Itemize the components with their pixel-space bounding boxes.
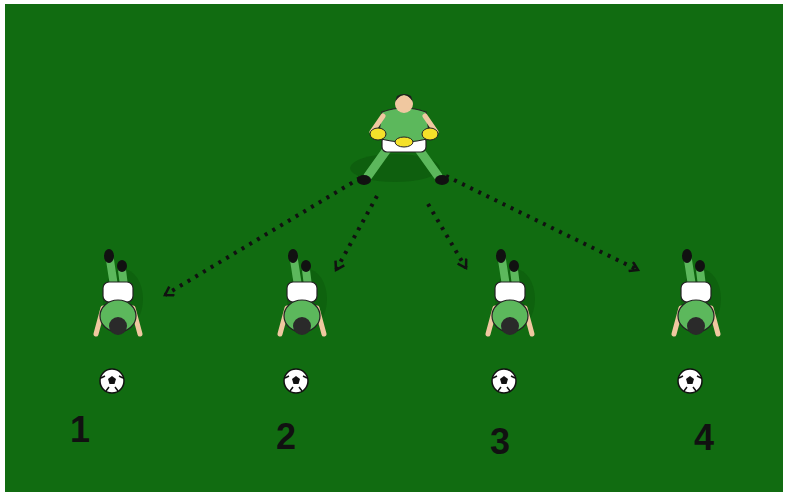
- pass-arrow: [446, 176, 638, 270]
- pass-arrows: [165, 176, 638, 295]
- player-number: 2: [276, 419, 296, 455]
- player-number: 4: [694, 420, 714, 456]
- player-figure: [96, 249, 143, 393]
- player-figure: [280, 249, 327, 393]
- player-figure: [674, 249, 721, 393]
- pass-arrow: [336, 196, 377, 270]
- coach-figure: [350, 94, 449, 185]
- pass-arrow: [428, 204, 466, 268]
- pitch: [5, 4, 783, 492]
- player-number: 3: [490, 424, 510, 460]
- player-number: 1: [70, 412, 90, 448]
- player-figure: [488, 249, 535, 393]
- pass-arrow: [165, 178, 360, 295]
